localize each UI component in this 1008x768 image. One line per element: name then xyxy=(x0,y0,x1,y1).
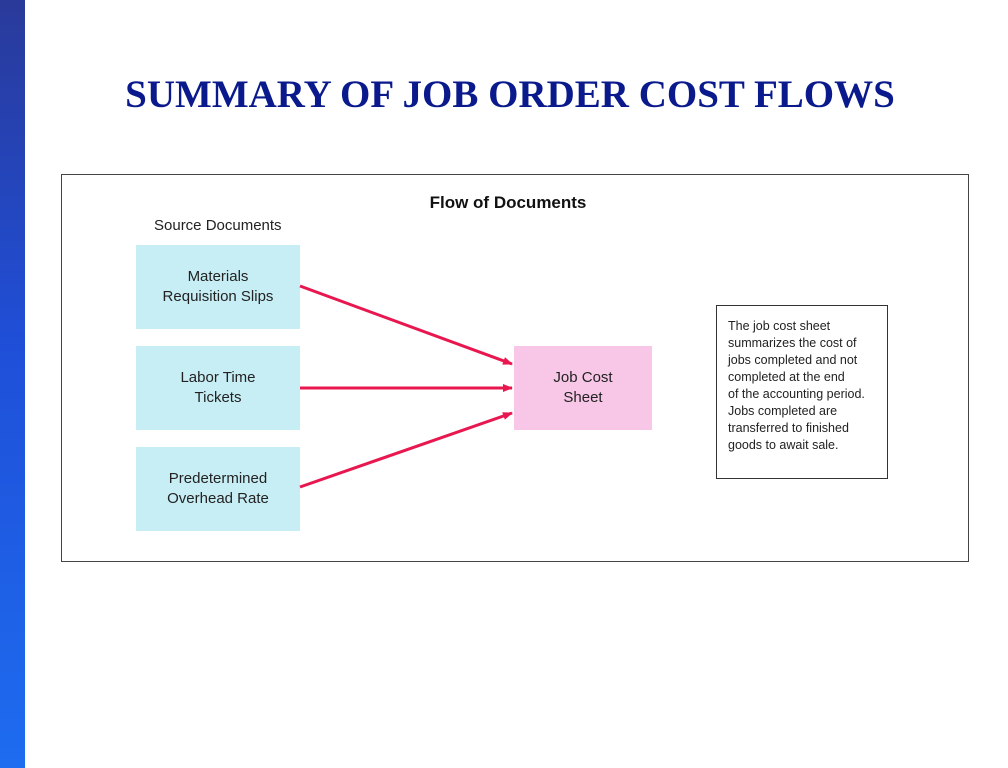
labor-time-tickets-box: Labor Time Tickets xyxy=(136,346,300,430)
materials-requisition-slips-box: Materials Requisition Slips xyxy=(136,245,300,329)
job-cost-sheet-box: Job Cost Sheet xyxy=(514,346,652,430)
predetermined-overhead-rate-label: Predetermined Overhead Rate xyxy=(167,470,269,507)
predetermined-overhead-rate-box: Predetermined Overhead Rate xyxy=(136,447,300,531)
arrow-materials-to-job-cost xyxy=(299,284,513,366)
arrow-overhead-to-job-cost xyxy=(299,411,513,489)
diagram-frame: Flow of Documents Source Documents Mater… xyxy=(61,174,969,562)
materials-requisition-slips-label: Materials Requisition Slips xyxy=(162,268,274,305)
diagram-title: Flow of Documents xyxy=(429,193,587,212)
slide-title: SUMMARY OF JOB ORDER COST FLOWS xyxy=(125,73,895,116)
job-cost-sheet-label: Job Cost Sheet xyxy=(553,369,613,406)
left-accent-bar xyxy=(0,0,25,768)
source-documents-label: Source Documents xyxy=(154,217,282,234)
note-box: The job cost sheet summarizes the cost o… xyxy=(716,305,888,479)
labor-time-tickets-label: Labor Time Tickets xyxy=(180,369,256,406)
